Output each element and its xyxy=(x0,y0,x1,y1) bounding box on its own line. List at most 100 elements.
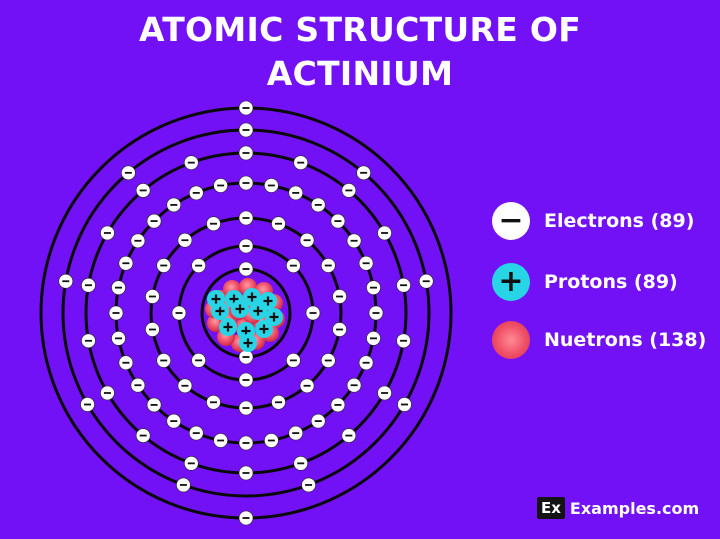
electron xyxy=(166,413,182,429)
electron xyxy=(238,175,254,191)
electron xyxy=(206,216,221,232)
electron xyxy=(146,397,162,413)
electron xyxy=(341,428,357,443)
electron xyxy=(299,232,315,248)
electron xyxy=(238,210,254,226)
electron xyxy=(177,232,193,248)
electron xyxy=(346,377,362,393)
electron xyxy=(206,394,221,410)
electron xyxy=(358,355,374,371)
electron xyxy=(213,178,228,193)
legend-neutrons-label: Nuetrons (138) xyxy=(544,329,707,351)
electron xyxy=(135,428,151,443)
electron xyxy=(58,273,74,289)
electron xyxy=(238,238,254,254)
electron xyxy=(156,353,172,368)
electron xyxy=(418,273,434,289)
electron xyxy=(310,413,326,429)
proton xyxy=(265,308,283,326)
proton xyxy=(243,288,261,306)
electron xyxy=(366,280,381,295)
electron xyxy=(238,145,254,161)
electron xyxy=(238,261,254,277)
electron xyxy=(188,425,204,441)
electron xyxy=(346,233,362,249)
electron xyxy=(191,353,206,368)
proton xyxy=(207,290,225,308)
electron xyxy=(145,322,160,337)
proton xyxy=(219,318,237,336)
electron xyxy=(341,183,357,198)
legend-protons-label: Protons (89) xyxy=(544,271,678,293)
electron xyxy=(156,258,172,273)
electron xyxy=(238,372,254,388)
electron xyxy=(356,165,371,181)
electron xyxy=(366,331,381,346)
electron xyxy=(301,477,316,493)
electron xyxy=(111,280,126,295)
electron xyxy=(166,197,182,213)
electron xyxy=(271,216,286,232)
title-line-2: ACTINIUM xyxy=(266,54,454,93)
electron xyxy=(238,435,254,451)
brand-name: Examples.com xyxy=(569,498,700,518)
electron xyxy=(320,353,336,368)
proton-icon: + xyxy=(492,263,530,301)
electron xyxy=(286,353,301,368)
electron xyxy=(271,394,286,410)
electron xyxy=(135,183,151,198)
electron xyxy=(130,377,146,393)
electron xyxy=(183,456,199,471)
legend-electrons: − Electrons (89) xyxy=(492,201,694,241)
electron xyxy=(288,425,304,441)
electron xyxy=(397,397,412,412)
proton xyxy=(239,334,257,352)
legend-neutrons: Nuetrons (138) xyxy=(492,320,706,360)
electron xyxy=(238,122,254,138)
electron xyxy=(171,305,187,321)
electron xyxy=(358,255,374,271)
electron xyxy=(288,185,304,201)
legend-electrons-label: Electrons (89) xyxy=(544,210,695,232)
electron xyxy=(320,258,336,273)
electron xyxy=(80,397,95,412)
proton xyxy=(231,300,249,318)
electron xyxy=(213,433,228,448)
electron xyxy=(177,378,193,394)
brand[interactable]: Ex Examples.com xyxy=(537,497,699,519)
brand-logo: Ex xyxy=(537,497,565,519)
electron xyxy=(238,349,254,365)
electron xyxy=(118,355,134,371)
electron xyxy=(238,510,254,526)
electron xyxy=(293,456,309,471)
electron xyxy=(310,197,326,213)
electron xyxy=(377,225,392,241)
electron xyxy=(100,225,115,241)
electron xyxy=(305,305,321,321)
electron-icon: − xyxy=(492,202,530,240)
electron xyxy=(118,255,134,271)
electron xyxy=(330,397,346,413)
electron xyxy=(293,155,309,170)
electron xyxy=(188,185,204,201)
electron xyxy=(145,289,160,304)
electron xyxy=(121,165,136,181)
legend-protons: + Protons (89) xyxy=(492,262,678,302)
electron xyxy=(332,289,347,304)
electron xyxy=(332,322,347,337)
electron xyxy=(176,477,191,493)
electron xyxy=(264,178,279,193)
electron xyxy=(330,213,346,229)
electron xyxy=(286,258,301,273)
electron xyxy=(183,155,199,170)
title-line-1: ATOMIC STRUCTURE OF xyxy=(138,10,582,49)
electron xyxy=(191,258,206,273)
electron xyxy=(81,333,96,349)
proton xyxy=(255,320,273,338)
electron xyxy=(238,400,254,416)
electron xyxy=(100,385,115,401)
electron xyxy=(238,465,254,481)
electron xyxy=(130,233,146,249)
electron xyxy=(264,433,279,448)
